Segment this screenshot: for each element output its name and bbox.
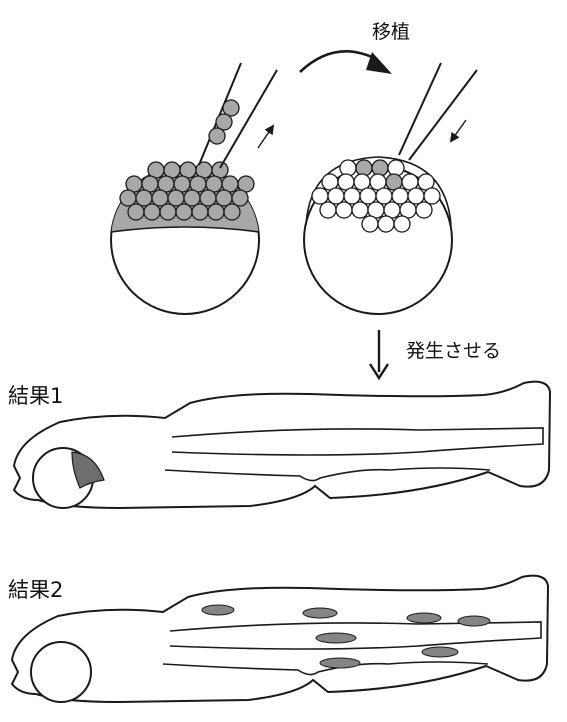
donor-cell bbox=[224, 204, 240, 220]
transplant-label: 移植 bbox=[372, 17, 410, 44]
donor-cell bbox=[160, 204, 176, 220]
pigment-spot bbox=[422, 647, 458, 657]
host-cell bbox=[344, 188, 360, 204]
pigment-spot bbox=[303, 608, 337, 618]
donor-cell bbox=[208, 204, 224, 220]
donor-embryo bbox=[111, 161, 259, 314]
curved-arrow-icon bbox=[300, 51, 378, 72]
small-arrow-icon bbox=[451, 120, 466, 141]
donor-cell bbox=[120, 190, 136, 206]
host-cell bbox=[424, 188, 440, 204]
donor-cell bbox=[176, 204, 192, 220]
host-embryo bbox=[304, 157, 452, 314]
pigment-spot bbox=[407, 613, 441, 623]
larva-result1 bbox=[14, 382, 550, 508]
host-cell bbox=[328, 188, 344, 204]
donor-cell bbox=[168, 190, 184, 206]
host-cell bbox=[336, 202, 352, 218]
host-cell bbox=[360, 188, 376, 204]
larva-body bbox=[12, 576, 548, 702]
down-arrow-icon bbox=[370, 330, 388, 378]
donor-cell bbox=[200, 190, 216, 206]
donor-cell bbox=[136, 190, 152, 206]
donor-cell bbox=[128, 204, 144, 220]
host-cell bbox=[394, 216, 410, 232]
result1-label: 結果1 bbox=[8, 380, 63, 410]
host-cell bbox=[352, 202, 368, 218]
donor-cell bbox=[152, 190, 168, 206]
pipette-cell bbox=[209, 128, 225, 144]
host-cell bbox=[416, 202, 432, 218]
larva-body bbox=[14, 382, 550, 508]
host-cell bbox=[362, 216, 378, 232]
donor-cell bbox=[216, 190, 232, 206]
host-cell bbox=[408, 188, 424, 204]
pigment-spot bbox=[202, 605, 234, 615]
host-cell bbox=[378, 216, 394, 232]
result2-label: 結果2 bbox=[8, 574, 63, 604]
donor-cells bbox=[120, 162, 254, 220]
donor-pipette bbox=[199, 63, 277, 168]
donor-cell bbox=[232, 190, 248, 206]
host-cell bbox=[392, 188, 408, 204]
small-arrow-icon bbox=[258, 126, 273, 148]
pigment-spot bbox=[458, 616, 490, 626]
donor-cell bbox=[144, 204, 160, 220]
host-pipette bbox=[399, 63, 477, 160]
larva-result2 bbox=[12, 576, 548, 702]
donor-cell bbox=[184, 190, 200, 206]
donor-cell bbox=[192, 204, 208, 220]
pigment-spot bbox=[320, 658, 360, 668]
pipette-cells bbox=[209, 100, 239, 144]
pigment-spot bbox=[316, 633, 356, 643]
develop-label: 発生させる bbox=[406, 336, 501, 363]
host-cell bbox=[320, 202, 336, 218]
host-cell bbox=[312, 188, 328, 204]
larva-eye bbox=[31, 642, 91, 702]
host-cell bbox=[376, 188, 392, 204]
